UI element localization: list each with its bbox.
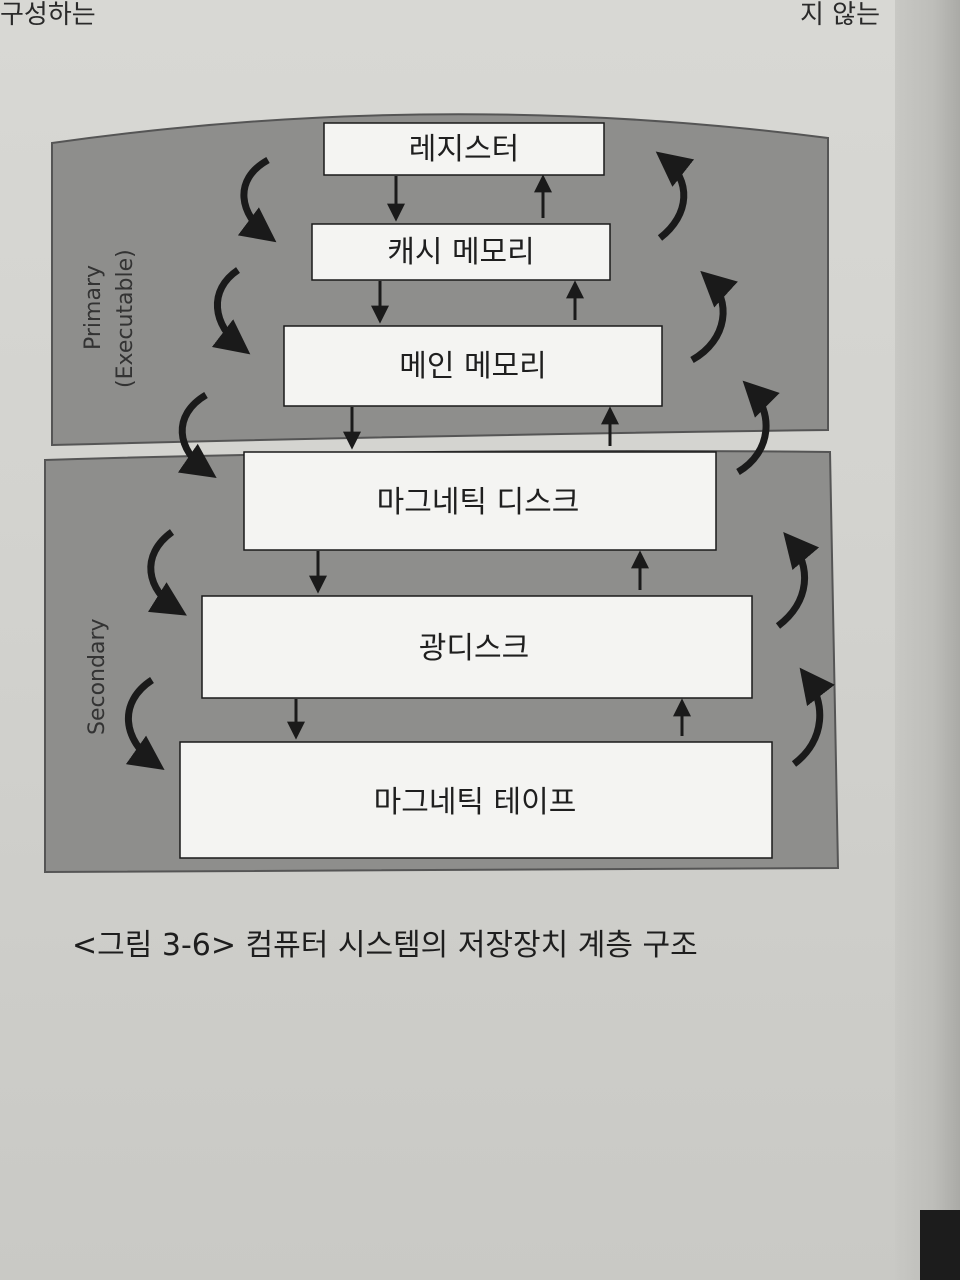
label-magnetic-tape: 마그네틱 테이프 — [374, 785, 577, 820]
box-magnetic-disk — [243, 451, 717, 551]
curved-arrow-left-4 — [147, 529, 187, 616]
secondary-region-label: Secondary — [85, 618, 110, 735]
curved-arrow-right-5 — [791, 667, 835, 767]
label-cache-memory: 캐시 메모리 — [387, 235, 535, 270]
label-register: 레지스터 — [409, 132, 519, 167]
curved-arrow-right-4 — [775, 531, 820, 629]
primary-region-label: Primary — [81, 265, 106, 350]
curved-arrow-left-1 — [237, 156, 277, 243]
curved-arrow-left-3 — [177, 391, 217, 478]
label-magnetic-disk: 마그네틱 디스크 — [377, 485, 580, 520]
primary-label-line1: Primary — [81, 265, 106, 350]
label-optical-disk: 광디스크 — [419, 631, 529, 666]
primary-region-sublabel: (Executable) — [113, 249, 138, 388]
box-optical-disk — [201, 595, 753, 699]
curved-arrow-left-5 — [124, 677, 165, 771]
page-edge — [895, 0, 960, 1280]
box-register — [323, 122, 605, 176]
dark-background-corner — [920, 1210, 960, 1280]
curved-arrow-right-1 — [655, 151, 695, 241]
figure-caption: <그림 3-6> 컴퓨터 시스템의 저장장치 계층 구조 — [72, 928, 698, 963]
box-cache-memory — [311, 223, 611, 281]
curved-arrow-right-2 — [690, 270, 738, 364]
primary-label-line2: (Executable) — [113, 249, 138, 388]
curved-arrow-left-2 — [211, 267, 251, 355]
box-magnetic-tape — [179, 741, 773, 859]
curved-arrow-right-3 — [736, 380, 780, 476]
box-main-memory — [283, 325, 663, 407]
label-main-memory: 메인 메모리 — [399, 349, 547, 384]
top-left-text: 구성하는 — [0, 0, 96, 30]
top-right-text: 지 않는 — [800, 0, 881, 30]
